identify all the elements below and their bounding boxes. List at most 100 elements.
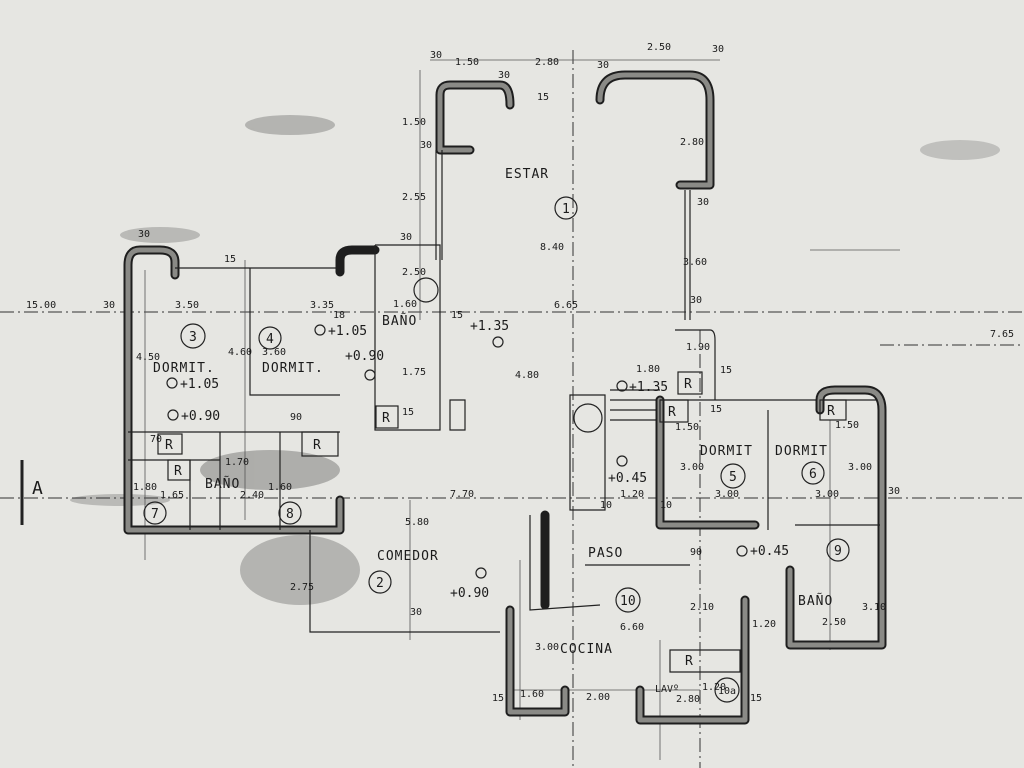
dimension: 6.65 — [554, 300, 578, 311]
dimension: 7.70 — [450, 489, 474, 500]
dimension: 2.10 — [690, 602, 714, 613]
dimension: 2.55 — [402, 192, 426, 203]
dimension: 1.20 — [620, 489, 644, 500]
section-mark-a: A — [32, 478, 43, 499]
dimension: 30 — [420, 140, 432, 151]
dimension: 90 — [690, 547, 702, 558]
dimension: 3.10 — [862, 602, 886, 613]
level-label: +0.45 — [608, 471, 647, 486]
dimension: 3.00 — [535, 642, 559, 653]
dimension: 1.20 — [752, 619, 776, 630]
section-marker: A — [20, 460, 43, 525]
room-number: 10a — [718, 686, 736, 697]
dimension: 3.00 — [715, 489, 739, 500]
level-label: +0.90 — [181, 409, 220, 424]
dimension: 30 — [410, 607, 422, 618]
cupboard-mark: R — [827, 404, 835, 419]
level-label: +1.35 — [470, 319, 509, 334]
room-label-dormit-5: DORMIT — [700, 444, 753, 459]
dimension: 30 — [888, 486, 900, 497]
dimension: 30 — [430, 50, 442, 61]
room-number: 4 — [266, 332, 274, 347]
dimension: 2.50 — [647, 42, 671, 53]
dimension: 30 — [690, 295, 702, 306]
dimension: 15 — [750, 693, 762, 704]
dimension: 10 — [600, 500, 612, 511]
dimension: 2.80 — [680, 137, 704, 148]
dimension: 1.60 — [393, 299, 417, 310]
dimension: 2.80 — [676, 694, 700, 705]
dimension: 2.50 — [402, 267, 426, 278]
room-number: 7 — [151, 507, 159, 522]
cupboard-mark: R — [165, 438, 173, 453]
dimension: 3.60 — [683, 257, 707, 268]
dimension: 2.50 — [822, 617, 846, 628]
dimension: 2.40 — [240, 490, 264, 501]
dimension: 3.60 — [262, 347, 286, 358]
dimension: 2.00 — [586, 692, 610, 703]
room-label-paso: PASO — [588, 546, 623, 561]
dimension: 2.80 — [535, 57, 559, 68]
dimension: 90 — [290, 412, 302, 423]
dimension: 1.75 — [402, 367, 426, 378]
dimension: 15 — [537, 92, 549, 103]
level-label: +1.35 — [629, 380, 668, 395]
dimension: 1.50 — [402, 117, 426, 128]
room-number: 5 — [729, 470, 737, 485]
level-label: +0.90 — [345, 349, 384, 364]
room-label-bano-right: BAÑO — [798, 593, 833, 609]
room-label-bano-top: BAÑO — [382, 313, 417, 329]
dimension: 1.80 — [133, 482, 157, 493]
level-label: +0.45 — [750, 544, 789, 559]
room-number: 10 — [620, 594, 636, 609]
dimension: 1.50 — [835, 420, 859, 431]
room-label-comedor: COMEDOR — [377, 549, 439, 564]
dimension: 4.50 — [136, 352, 160, 363]
dimension: 30 — [697, 197, 709, 208]
room-number: 2 — [376, 576, 384, 591]
cupboard-mark: R — [685, 654, 693, 669]
dimension: 1.80 — [636, 364, 660, 375]
room-number: 6 — [809, 467, 817, 482]
dimension: 30 — [712, 44, 724, 55]
dimension: 3.00 — [680, 462, 704, 473]
level-label: +0.90 — [450, 586, 489, 601]
dimension: 1.50 — [675, 422, 699, 433]
dimension: 1.60 — [268, 482, 292, 493]
dimension: 15 — [224, 254, 236, 265]
room-number-markers — [143, 196, 850, 703]
dimension: 7.65 — [990, 329, 1014, 340]
dimension: 1.70 — [225, 457, 249, 468]
paper-smudges — [70, 115, 1000, 605]
room-label-dormit-4: DORMIT. — [262, 361, 324, 376]
level-label: +1.05 — [180, 377, 219, 392]
room-label-estar: ESTAR — [505, 167, 549, 182]
dimension: 30 — [498, 70, 510, 81]
dimension: 1.20 — [702, 682, 726, 693]
dimension: 1.90 — [686, 342, 710, 353]
cupboards: R R R R R R R R — [157, 371, 847, 669]
dimension: 15 — [720, 365, 732, 376]
dimension: 4.60 — [228, 347, 252, 358]
dimension: 18 — [333, 310, 345, 321]
dimension: 3.00 — [815, 489, 839, 500]
dimension: 15 — [710, 404, 722, 415]
dimension: 3.00 — [848, 462, 872, 473]
dimension: 2.75 — [290, 582, 314, 593]
dimension: 15 — [492, 693, 504, 704]
dimension: 30 — [597, 60, 609, 71]
axis-lines — [0, 50, 1024, 768]
dimension: 1.60 — [520, 689, 544, 700]
dimension: 8.40 — [540, 242, 564, 253]
room-label-cocina: COCINA — [560, 642, 613, 657]
dimension-labels: 30 1.50 2.80 2.50 30 30 30 15 1.50 2.55 … — [26, 42, 1014, 705]
dimension: 3.50 — [175, 300, 199, 311]
room-labels: ESTAR DORMIT. DORMIT. BAÑO BAÑO COMEDOR … — [153, 167, 833, 695]
room-number: 8 — [286, 507, 294, 522]
room-number: 9 — [834, 544, 842, 559]
room-number: 1 — [562, 202, 570, 217]
level-label: +1.05 — [328, 324, 367, 339]
level-markers — [166, 324, 748, 579]
dimension: 6.60 — [620, 622, 644, 633]
room-label-bano-left: BAÑO — [205, 476, 240, 492]
